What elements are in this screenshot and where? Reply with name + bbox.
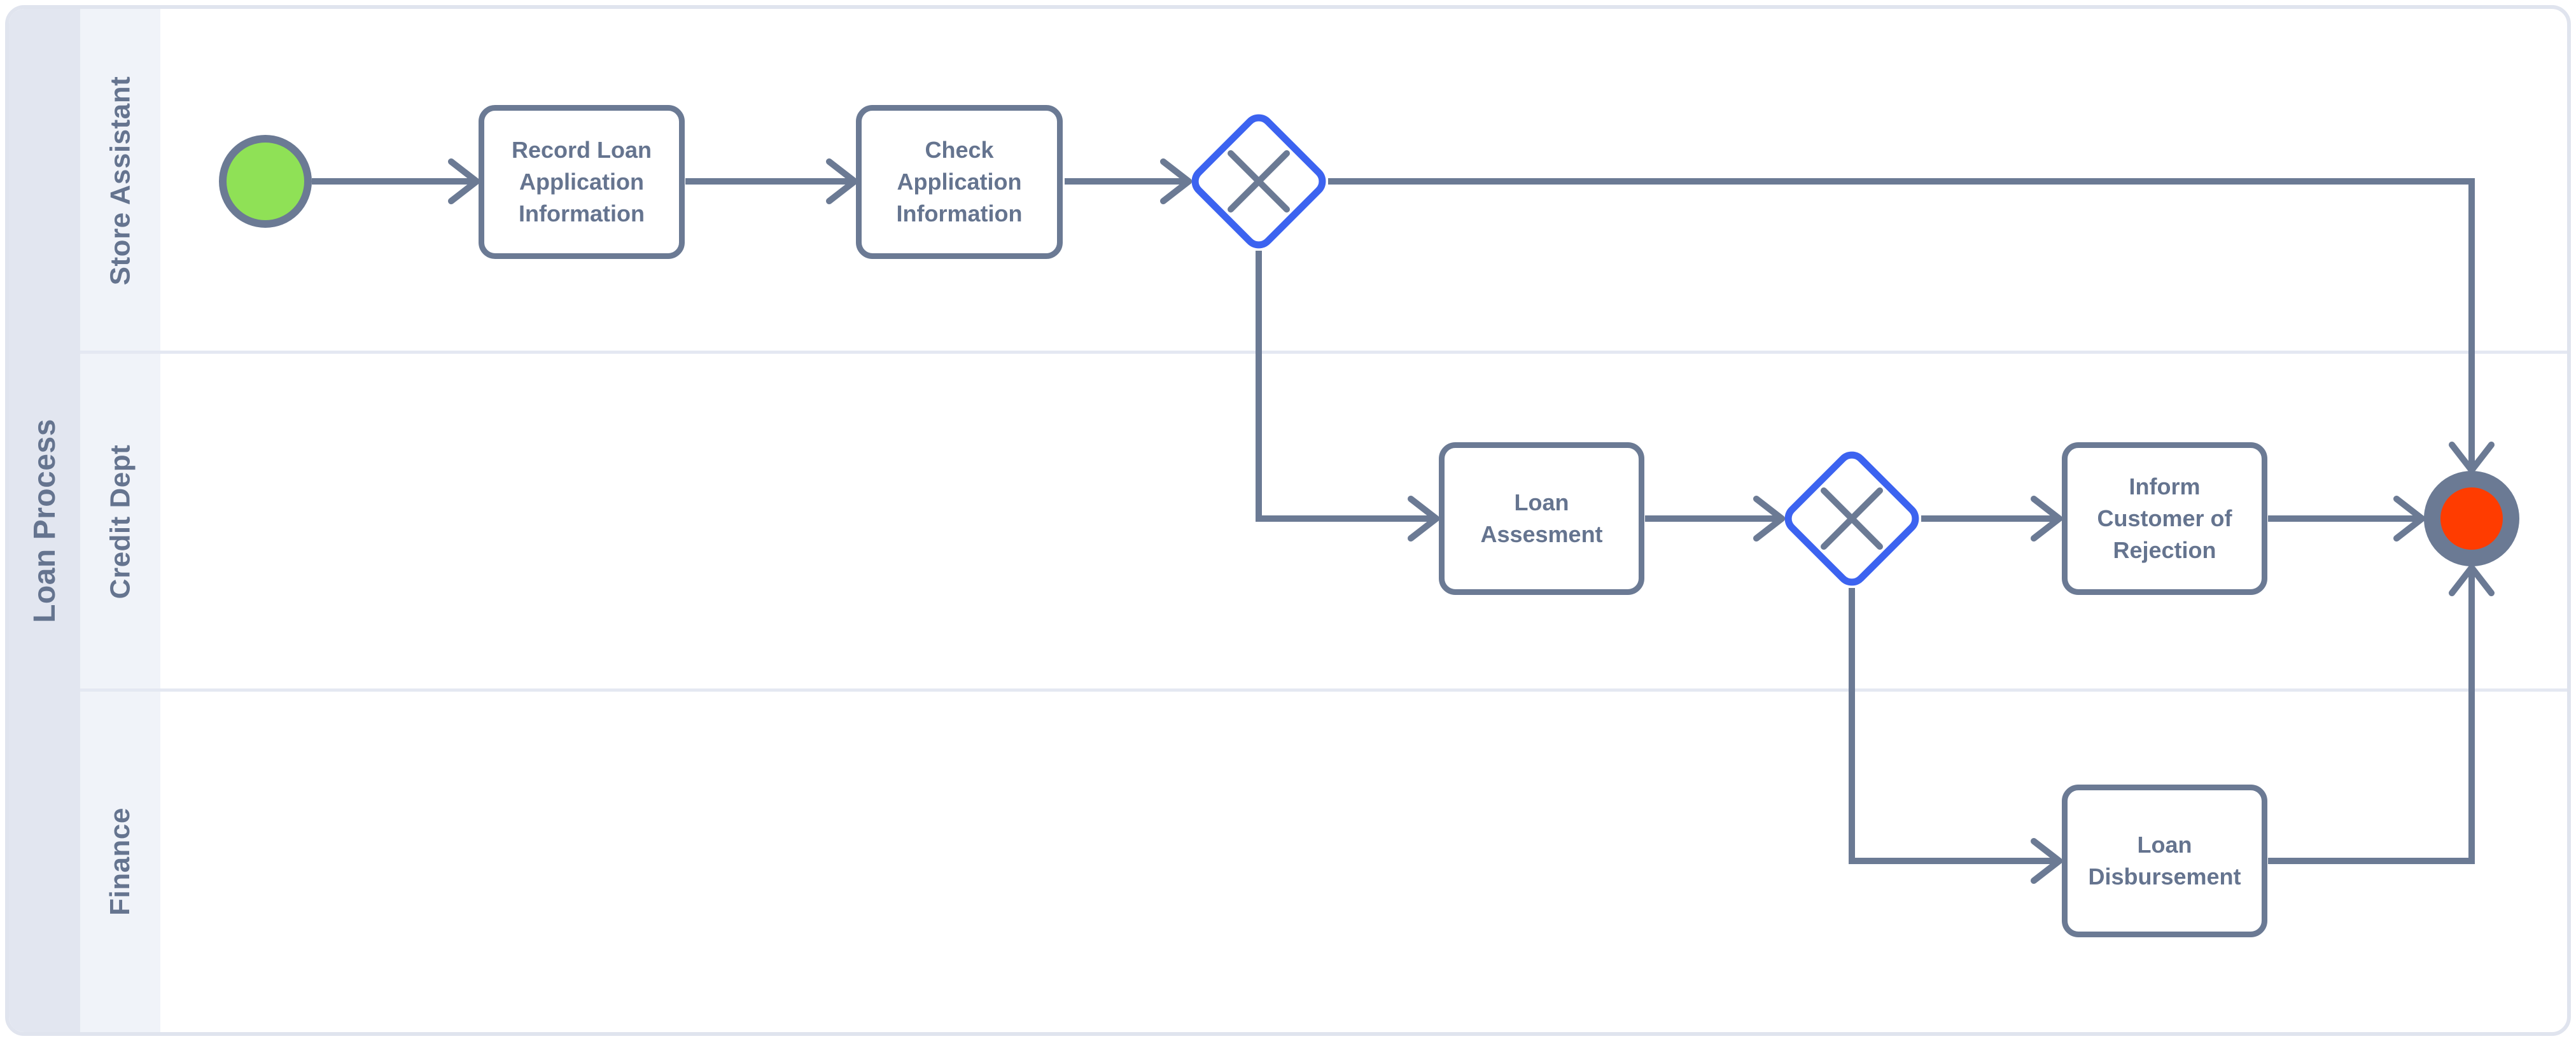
arrowhead bbox=[2449, 442, 2495, 473]
task-label: Check Application Information bbox=[896, 137, 1023, 227]
start-event[interactable] bbox=[219, 135, 312, 228]
arrowhead bbox=[1160, 158, 1192, 204]
x-icon bbox=[1821, 487, 1883, 550]
x-icon bbox=[1228, 150, 1290, 213]
end-event[interactable] bbox=[2424, 471, 2519, 566]
arrowhead bbox=[2031, 838, 2062, 884]
task-label: Loan Assesment bbox=[1480, 489, 1603, 547]
task-label: Inform Customer of Rejection bbox=[2097, 473, 2232, 563]
gateway-assessment-decision[interactable] bbox=[1783, 450, 1921, 587]
arrowhead bbox=[2449, 564, 2495, 596]
flow-gateway-to-end-top bbox=[1328, 178, 2475, 469]
task-label: Record Loan Application Information bbox=[511, 137, 652, 227]
task-check-application-information[interactable]: Check Application Information bbox=[856, 105, 1063, 259]
arrowhead bbox=[826, 158, 858, 204]
flow-gateway2-to-disburse bbox=[1849, 588, 2059, 864]
arrowhead bbox=[2393, 496, 2425, 541]
flow-gateway-to-assessment bbox=[1256, 251, 1436, 522]
task-inform-customer-of-rejection[interactable]: Inform Customer of Rejection bbox=[2062, 442, 2267, 595]
task-loan-assessment[interactable]: Loan Assesment bbox=[1439, 442, 1644, 595]
lane-separator-1 bbox=[80, 351, 2567, 354]
arrowhead bbox=[2031, 496, 2062, 541]
arrowhead bbox=[1753, 496, 1785, 541]
lane-separator-2 bbox=[80, 688, 2567, 692]
task-label: Loan Disbursement bbox=[2088, 832, 2241, 890]
arrowhead bbox=[448, 158, 480, 204]
lane-label-band bbox=[80, 9, 160, 1032]
pool-header-band: Loan Process bbox=[9, 9, 80, 1032]
task-loan-disbursement[interactable]: Loan Disbursement bbox=[2062, 785, 2267, 937]
arrowhead bbox=[1408, 496, 1439, 541]
gateway-application-check[interactable] bbox=[1190, 113, 1327, 250]
flow-disburse-to-end-bottom bbox=[2268, 569, 2475, 864]
task-record-loan-application-information[interactable]: Record Loan Application Information bbox=[479, 105, 685, 259]
